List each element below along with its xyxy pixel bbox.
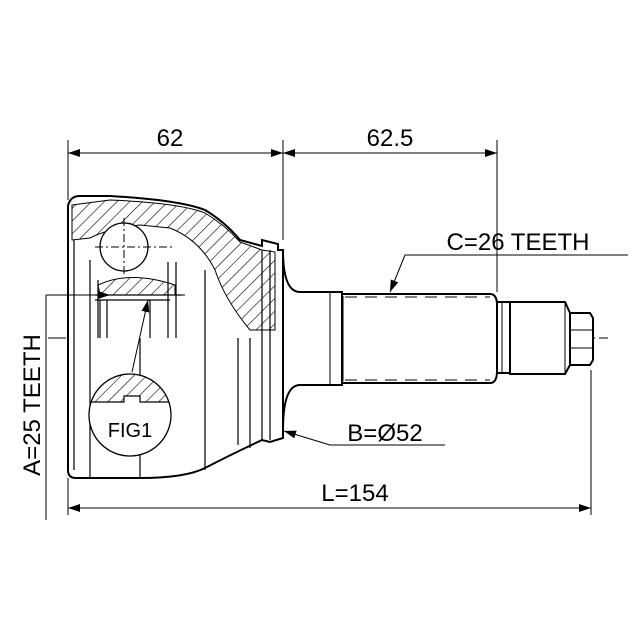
c-leader (389, 254, 406, 293)
dim-62-5-label: 62.5 (367, 125, 414, 152)
dim-l-label: L=154 (321, 480, 388, 507)
inner-race-hatch (97, 277, 176, 296)
shaft (282, 249, 594, 431)
fig1-label: FIG1 (108, 420, 152, 442)
shaft-details (329, 292, 593, 385)
dimension-lines (68, 149, 591, 512)
dim-62-label: 62 (157, 125, 184, 152)
a-teeth-label: A=25 TEETH (19, 334, 46, 476)
c-teeth-label: C=26 TEETH (447, 229, 590, 256)
b-diameter-label: B=Ø52 (347, 420, 422, 447)
b-leader (283, 430, 331, 446)
end-nut (569, 312, 594, 366)
splined-section (341, 293, 498, 384)
